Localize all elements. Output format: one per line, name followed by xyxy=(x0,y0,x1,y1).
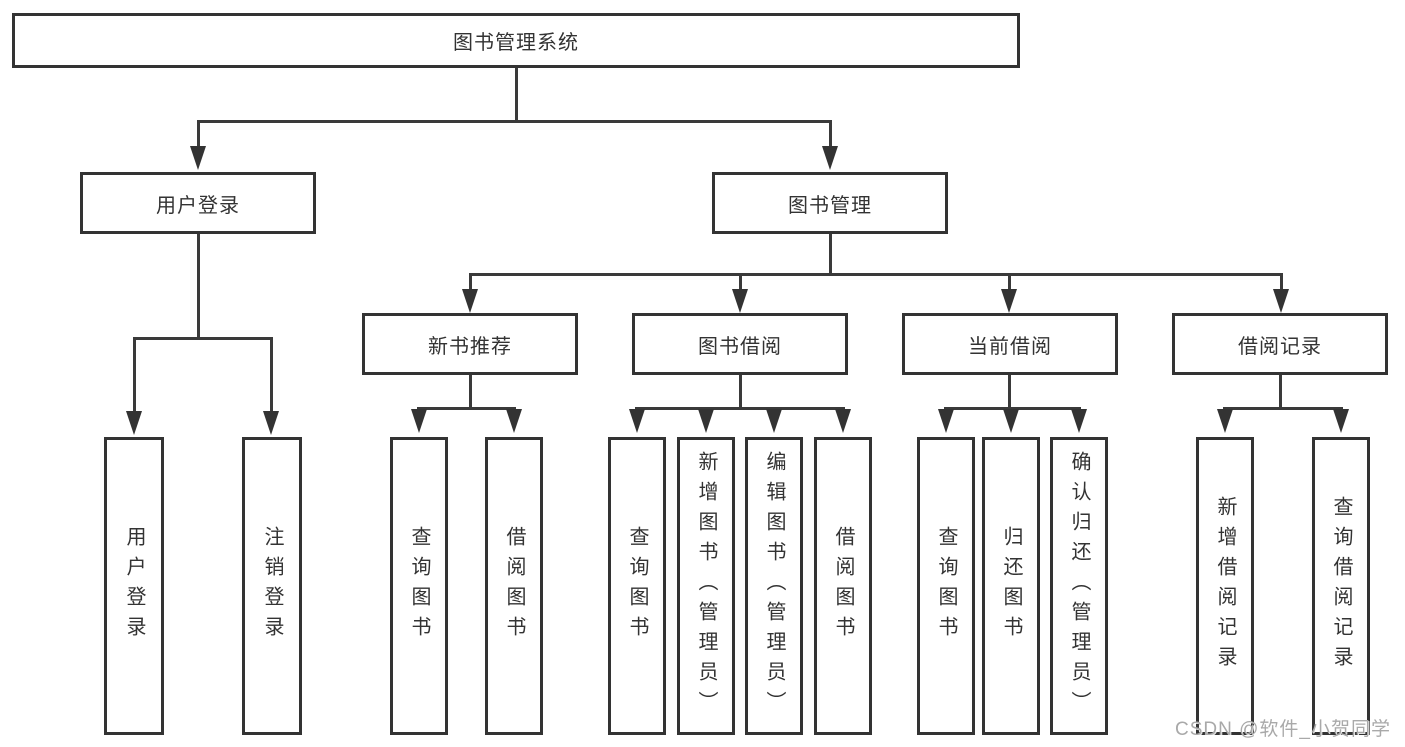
node-bb-add-books-admin: 新增图书（管理员） xyxy=(677,437,735,735)
arrow-down xyxy=(1071,409,1087,433)
connector-line xyxy=(635,407,845,410)
node-label: 图书管理系统 xyxy=(453,32,579,54)
arrow-down xyxy=(190,146,206,170)
node-br-add-record: 新增借阅记录 xyxy=(1196,437,1254,735)
node-user-login: 用户登录 xyxy=(80,172,316,234)
node-label: 用户登录 xyxy=(123,526,145,646)
node-cb-confirm-return-admin: 确认归还（管理员） xyxy=(1050,437,1108,735)
arrow-down xyxy=(1001,289,1017,313)
node-label: 借阅记录 xyxy=(1238,335,1322,358)
connector-line xyxy=(270,337,273,411)
arrow-down xyxy=(1217,409,1233,433)
arrow-down xyxy=(1273,289,1289,313)
node-label: 编辑图书（管理员） xyxy=(763,451,785,721)
arrow-down xyxy=(629,409,645,433)
arrow-down xyxy=(462,289,478,313)
connector-line xyxy=(829,120,832,148)
node-logout: 注销登录 xyxy=(242,437,302,735)
connector-line xyxy=(133,337,136,411)
node-book-borrowing: 图书借阅 xyxy=(632,313,848,375)
connector-line xyxy=(469,273,1283,276)
node-label: 确认归还（管理员） xyxy=(1068,451,1090,721)
connector-line xyxy=(1008,273,1011,291)
arrow-down xyxy=(766,409,782,433)
node-user-login-action: 用户登录 xyxy=(104,437,164,735)
watermark: CSDN @软件_小贺同学 xyxy=(1175,719,1391,740)
connector-line xyxy=(829,234,832,273)
node-label: 图书借阅 xyxy=(698,335,782,358)
node-label: 查询借阅记录 xyxy=(1330,496,1352,676)
connector-line xyxy=(1008,375,1011,407)
node-br-query-record: 查询借阅记录 xyxy=(1312,437,1370,735)
arrow-down xyxy=(698,409,714,433)
connector-line xyxy=(739,375,742,407)
connector-line xyxy=(739,273,742,291)
node-label: 归还图书 xyxy=(1000,526,1022,646)
node-label: 新书推荐 xyxy=(428,335,512,358)
connector-line xyxy=(197,234,200,337)
node-book-management: 图书管理 xyxy=(712,172,948,234)
arrow-down xyxy=(263,411,279,435)
node-label: 查询图书 xyxy=(626,526,648,646)
arrow-down xyxy=(506,409,522,433)
node-label: 查询图书 xyxy=(408,526,430,646)
connector-line xyxy=(469,273,472,291)
arrow-down xyxy=(1333,409,1349,433)
node-label: 新增图书（管理员） xyxy=(695,451,717,721)
node-cb-query-books: 查询图书 xyxy=(917,437,975,735)
node-label: 借阅图书 xyxy=(503,526,525,646)
connector-line xyxy=(133,337,273,340)
arrow-down xyxy=(835,409,851,433)
node-label: 用户登录 xyxy=(156,194,240,217)
node-current-borrowing: 当前借阅 xyxy=(902,313,1118,375)
node-bb-edit-books-admin: 编辑图书（管理员） xyxy=(745,437,803,735)
arrow-down xyxy=(411,409,427,433)
connector-line xyxy=(1223,407,1343,410)
node-label: 新增借阅记录 xyxy=(1214,496,1236,676)
arrow-down xyxy=(732,289,748,313)
connector-line xyxy=(197,120,200,148)
connector-line xyxy=(1280,273,1283,291)
connector-line xyxy=(417,407,516,410)
node-bb-borrow-books: 借阅图书 xyxy=(814,437,872,735)
connector-line xyxy=(1279,375,1282,407)
node-label: 图书管理 xyxy=(788,194,872,217)
node-label: 注销登录 xyxy=(261,526,283,646)
node-label: 查询图书 xyxy=(935,526,957,646)
arrow-down xyxy=(938,409,954,433)
connector-line xyxy=(944,407,1081,410)
node-library-system: 图书管理系统 xyxy=(12,13,1020,68)
node-cb-return-books: 归还图书 xyxy=(982,437,1040,735)
node-label: 当前借阅 xyxy=(968,335,1052,358)
node-label: 借阅图书 xyxy=(832,526,854,646)
node-borrowing-records: 借阅记录 xyxy=(1172,313,1388,375)
connector-line xyxy=(469,375,472,407)
node-new-book-recommend: 新书推荐 xyxy=(362,313,578,375)
connector-line xyxy=(197,120,832,123)
arrow-down xyxy=(126,411,142,435)
arrow-down xyxy=(1003,409,1019,433)
connector-line xyxy=(515,68,518,120)
node-bb-query-books: 查询图书 xyxy=(608,437,666,735)
arrow-down xyxy=(822,146,838,170)
node-nb-borrow-books: 借阅图书 xyxy=(485,437,543,735)
node-nb-query-books: 查询图书 xyxy=(390,437,448,735)
